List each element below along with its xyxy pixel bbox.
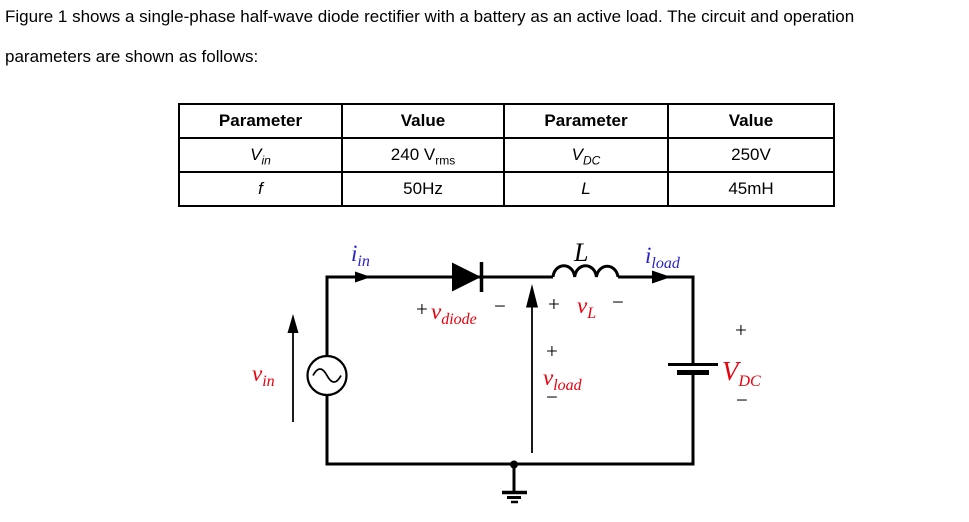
header-parameter-2: Parameter [503, 103, 669, 139]
table-row-1: Vin 240 Vrms VDC 250V [178, 137, 835, 173]
v-l-plus-sign: + [548, 292, 560, 316]
cell-l-value: 45mH [667, 171, 835, 207]
v-l-label: vL [577, 293, 596, 322]
wire-right-top [618, 275, 695, 364]
v-diode-minus-sign: − [494, 294, 506, 318]
diode-icon [452, 262, 481, 292]
header-value-2: Value [667, 103, 835, 139]
i-in-label: iin [351, 241, 370, 270]
parameters-table: Parameter Value Parameter Value Vin 240 … [178, 103, 835, 207]
v-dc-plus-sign: + [735, 318, 747, 342]
v-diode-label: vdiode [431, 299, 477, 328]
cell-vin-param: Vin [178, 137, 343, 173]
i-in-arrowhead [355, 271, 371, 283]
v-load-plus-sign: + [546, 339, 558, 363]
cell-vdc-value: 250V [667, 137, 835, 173]
v-dc-minus-sign: − [736, 388, 748, 412]
inductor-label: L [573, 238, 588, 267]
i-load-label: iload [645, 243, 681, 272]
v-in-label: vin [252, 361, 275, 390]
v-load-label: vload [543, 365, 583, 394]
table-header-row: Parameter Value Parameter Value [178, 103, 835, 139]
paragraph-line-2: parameters are shown as follows: [5, 47, 259, 66]
cell-l-param: L [503, 171, 669, 207]
cell-vin-value: 240 Vrms [341, 137, 505, 173]
header-parameter-1: Parameter [178, 103, 343, 139]
paragraph-line-1: Figure 1 shows a single-phase half-wave … [5, 7, 855, 26]
table-row-2: f 50Hz L 45mH [178, 171, 835, 207]
ac-sine-icon [312, 368, 342, 383]
i-load-arrowhead [652, 270, 671, 284]
inductor-icon [551, 264, 620, 278]
cell-vdc-param: VDC [503, 137, 669, 173]
header-value-1: Value [341, 103, 505, 139]
v-diode-plus-sign: + [416, 297, 428, 321]
v-dc-label: VDC [722, 356, 761, 390]
cell-f-value: 50Hz [341, 171, 505, 207]
cell-f-param: f [178, 171, 343, 207]
v-l-minus-sign: − [612, 290, 624, 314]
v-load-arrowhead [526, 284, 538, 308]
v-in-arrowhead [287, 314, 299, 333]
wire-bottom [325, 373, 695, 466]
v-load-minus-sign: − [546, 385, 558, 409]
